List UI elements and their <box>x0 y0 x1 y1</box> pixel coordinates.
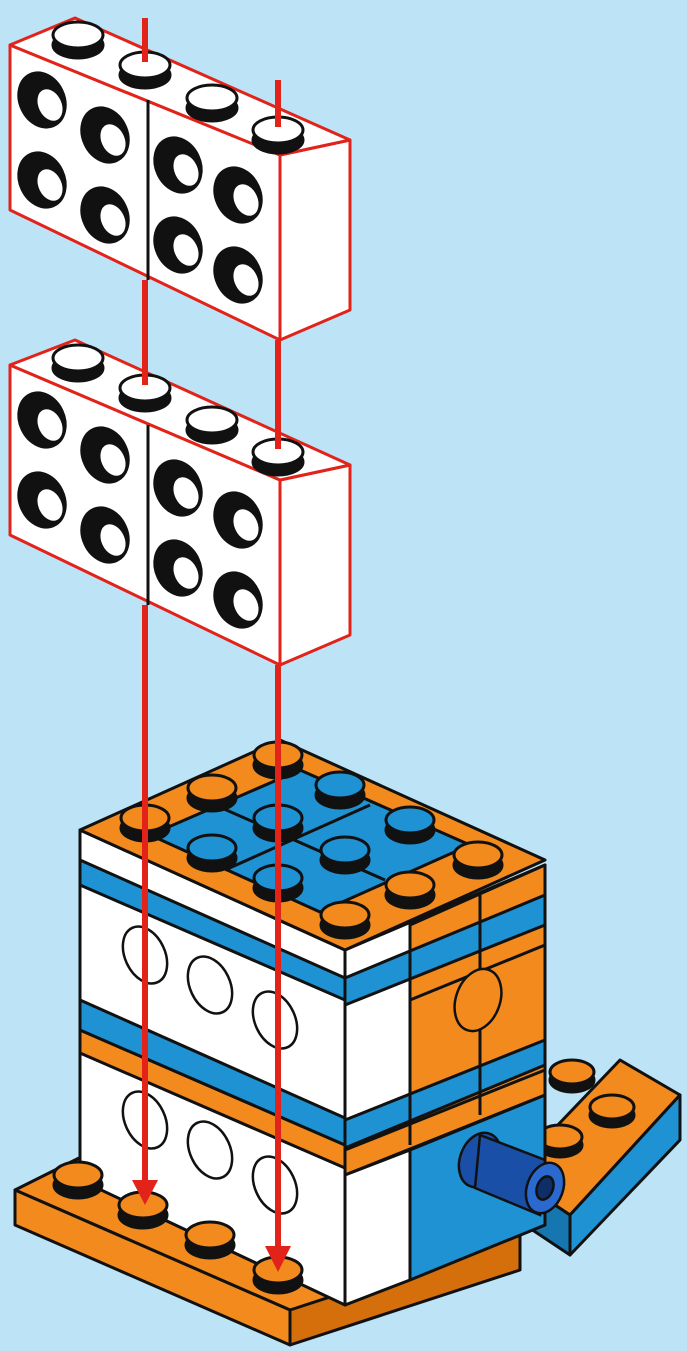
right-face-white-bottom <box>345 1150 410 1305</box>
upper-brick-side <box>280 140 350 340</box>
lower-brick-side <box>280 465 350 665</box>
